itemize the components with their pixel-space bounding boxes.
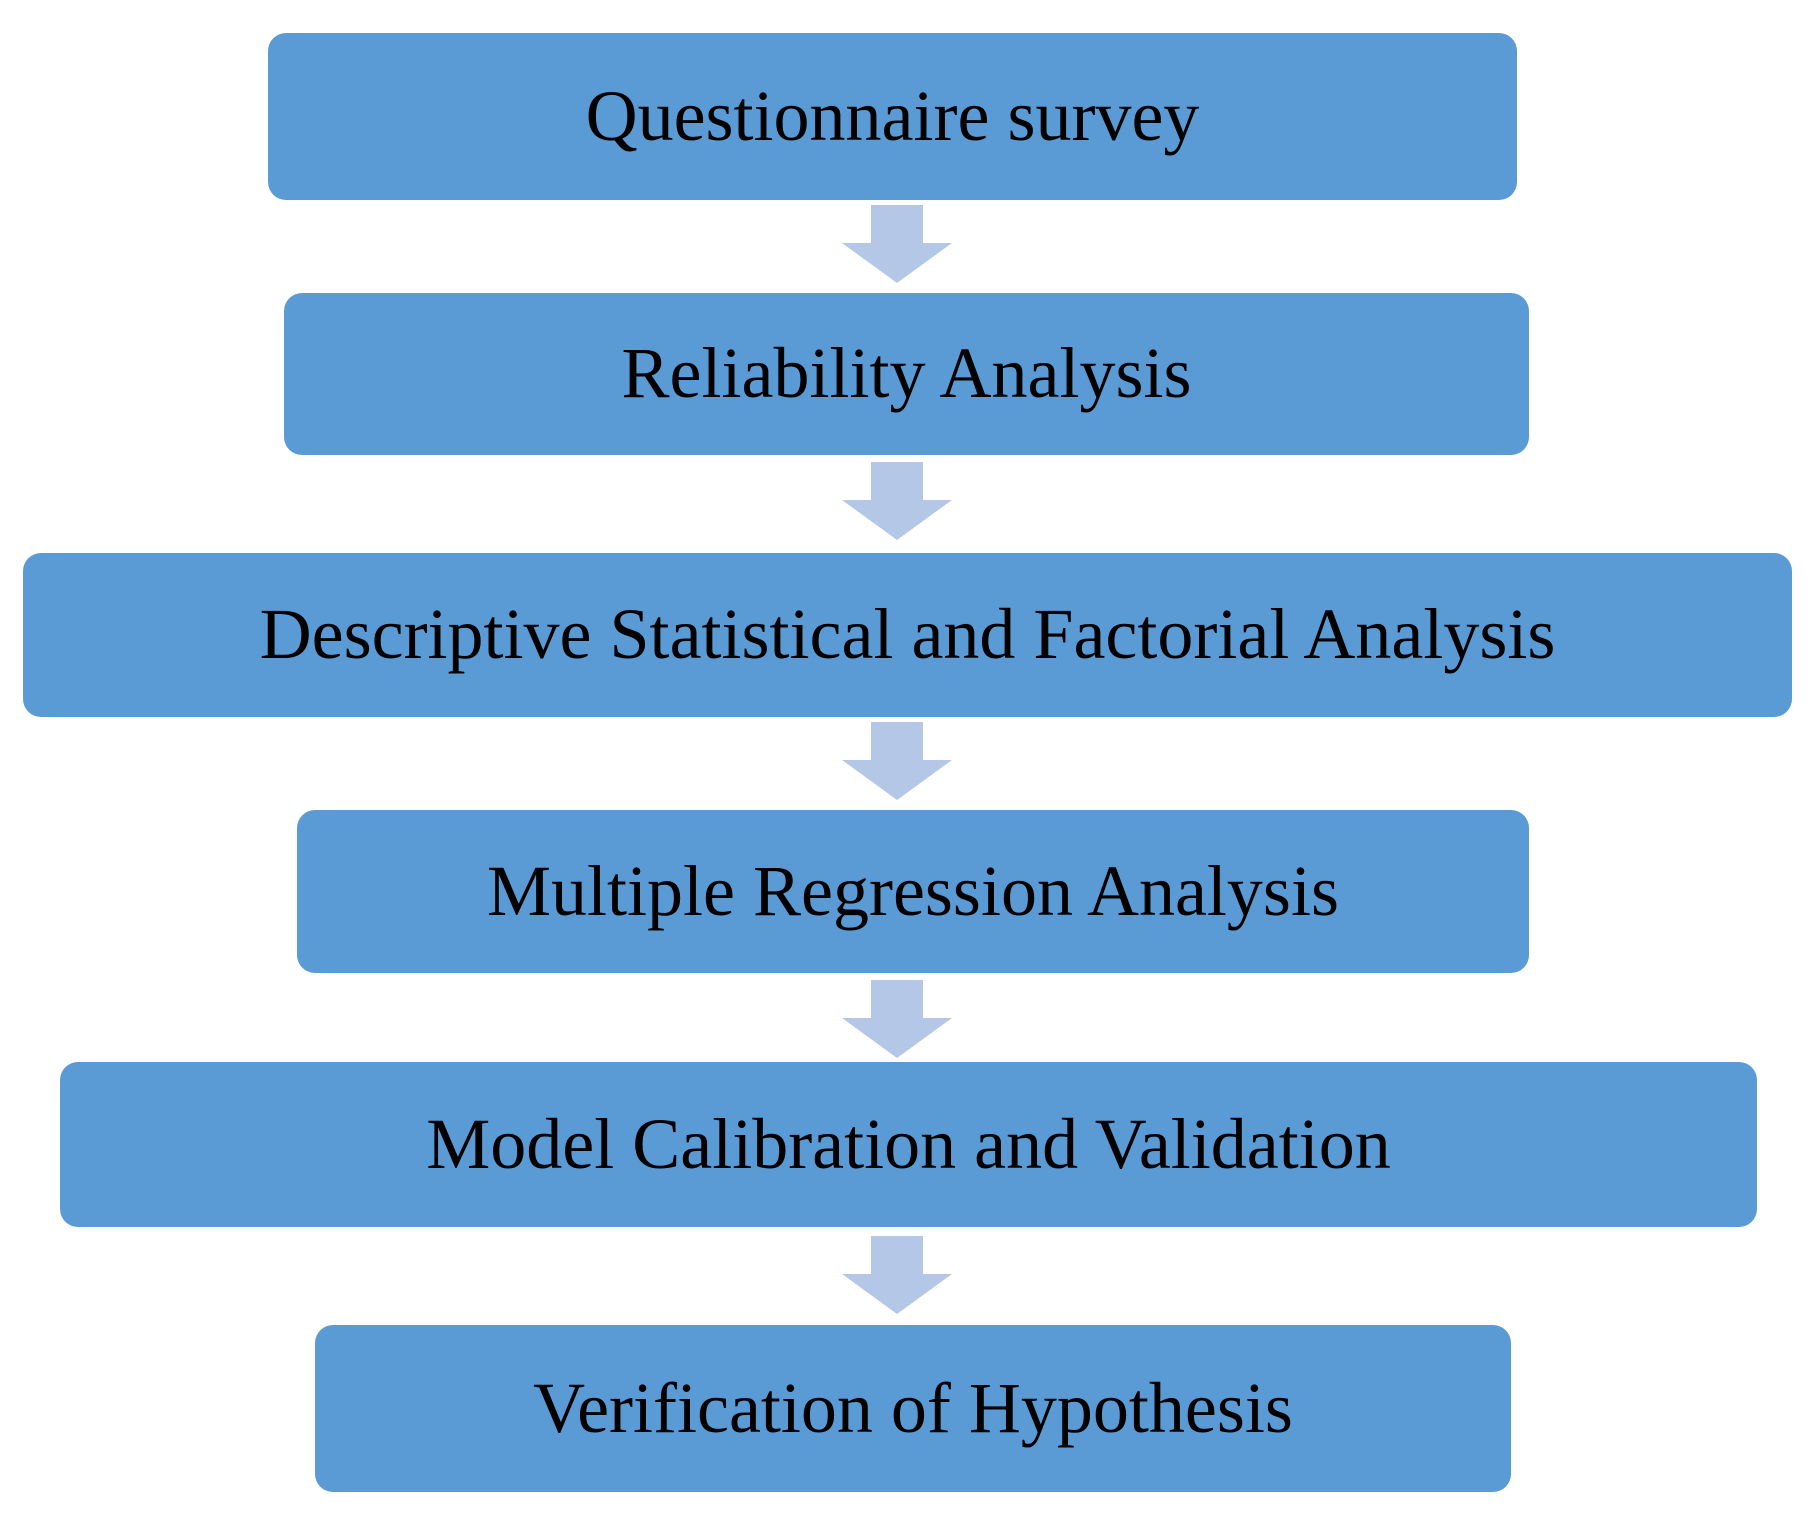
flow-step-label: Multiple Regression Analysis <box>487 850 1339 931</box>
flow-step-multiple-regression-analysis: Multiple Regression Analysis <box>297 810 1529 973</box>
down-arrow-icon <box>842 1236 952 1314</box>
flow-step-descriptive-statistical-and-factorial-analysis: Descriptive Statistical and Factorial An… <box>23 553 1792 717</box>
flow-step-verification-of-hypothesis: Verification of Hypothesis <box>315 1325 1511 1492</box>
down-arrow-icon <box>842 205 952 283</box>
down-arrow-icon <box>842 462 952 540</box>
flow-step-model-calibration-and-validation: Model Calibration and Validation <box>60 1062 1757 1227</box>
down-arrow-icon <box>842 722 952 800</box>
flow-step-label: Descriptive Statistical and Factorial An… <box>259 594 1556 675</box>
flow-step-reliability-analysis: Reliability Analysis <box>284 293 1529 455</box>
flow-step-label: Model Calibration and Validation <box>426 1103 1391 1184</box>
flow-step-label: Verification of Hypothesis <box>533 1367 1293 1448</box>
flow-step-label: Questionnaire survey <box>585 75 1200 156</box>
down-arrow-icon <box>842 980 952 1058</box>
flow-step-label: Reliability Analysis <box>621 333 1192 414</box>
flow-step-questionnaire-survey: Questionnaire survey <box>268 33 1517 200</box>
